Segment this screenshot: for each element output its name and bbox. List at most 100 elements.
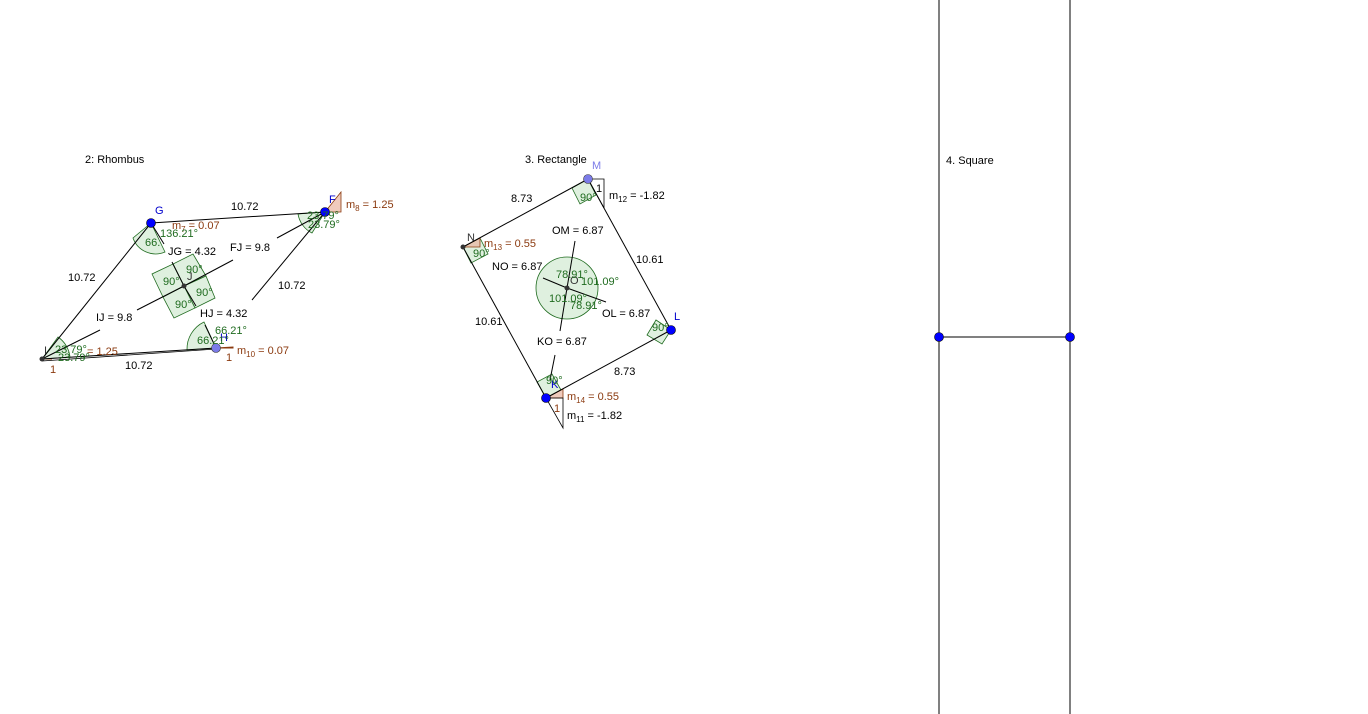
slope-label-m7: m7 = 0.07 — [172, 220, 220, 234]
label-point-g: G — [155, 205, 164, 217]
point-n[interactable] — [460, 244, 466, 250]
rectangle-title: 3. Rectangle — [525, 154, 587, 166]
label-point-o: O — [570, 275, 579, 287]
angle-label-l: 90° — [652, 322, 669, 334]
diagonal-length-ij: IJ = 9.8 — [96, 312, 132, 324]
slope-triangle-m11 — [545, 397, 564, 430]
diagonal-length-hj: HJ = 4.32 — [200, 308, 247, 320]
angle-label-g2: 66. — [145, 237, 160, 249]
angle-label-h1: 66.21° — [215, 325, 247, 337]
slope-label-m12: m12 = -1.82 — [609, 190, 665, 204]
side-nm — [462, 178, 589, 248]
angle-label-n: 90° — [473, 248, 490, 260]
diagonal-jg-seg — [171, 261, 185, 287]
angle-label-o3: 101.09° — [549, 293, 587, 305]
angle-label-m: 90° — [580, 192, 597, 204]
side-length-fh: 10.72 — [278, 280, 306, 292]
side-ml — [587, 178, 672, 331]
angle-label-k: 90° — [546, 375, 563, 387]
angle-label-j3: 90° — [196, 287, 213, 299]
square-figure — [934, 0, 1075, 714]
side-kl — [545, 329, 672, 399]
side-gf — [150, 211, 326, 224]
label-point-i: I — [44, 345, 47, 357]
label-point-j: J — [187, 271, 193, 283]
diagonal-hj — [183, 285, 197, 307]
slope-triangle-m8 — [324, 190, 342, 213]
square-point-right[interactable] — [1065, 332, 1075, 342]
diagonal-ko — [559, 287, 568, 332]
slope-run-k: 1 — [554, 403, 560, 415]
side-gi — [41, 222, 152, 360]
label-point-m: M — [592, 160, 601, 172]
label-point-l: L — [674, 311, 680, 323]
side-length-nm: 8.73 — [511, 193, 532, 205]
point-f[interactable] — [320, 207, 330, 217]
angle-label-i2: 23.79° — [58, 352, 90, 364]
angle-label-h2: 66.21° — [197, 335, 229, 347]
side-fh — [251, 211, 326, 301]
slope-label-m8: m8 = 1.25 — [346, 199, 394, 213]
side-length-gf: 10.72 — [231, 201, 259, 213]
right-angle-l — [646, 319, 672, 345]
side-ih-2 — [41, 348, 217, 362]
angle-label-j4: 90° — [175, 299, 192, 311]
diagonal-ij-seg — [136, 285, 185, 311]
slope-label-m11: m11 = -1.82 — [567, 410, 622, 424]
point-l[interactable] — [666, 325, 676, 335]
square-title: 4. Square — [946, 155, 994, 167]
point-m[interactable] — [583, 174, 593, 184]
angle-sector-g — [132, 222, 166, 255]
point-j[interactable] — [181, 283, 187, 289]
angle-label-f1: 23.79° — [307, 210, 339, 222]
angle-label-j2: 90° — [163, 276, 180, 288]
rectangle-figure: M N O L K 8.73 10.61 10.61 8.73 OM = 6.8… — [460, 160, 680, 430]
side-nk — [462, 246, 547, 399]
diagonal-ol — [566, 287, 607, 303]
diagonal-fj — [276, 211, 326, 239]
point-g[interactable] — [146, 218, 156, 228]
square-point-left[interactable] — [934, 332, 944, 342]
diagonal-ij — [41, 329, 101, 360]
point-o[interactable] — [564, 285, 570, 291]
slope-label-m13: m13 = 0.55 — [484, 238, 536, 252]
angle-label-g1: 136.21° — [160, 228, 198, 240]
angle-label-i1: 23.79° — [55, 344, 87, 356]
label-point-n: N — [467, 232, 475, 244]
diagonal-no — [542, 277, 568, 289]
side-ih — [41, 347, 217, 360]
diagonal-length-fj: FJ = 9.8 — [230, 242, 270, 254]
slope-label-m9: = 1.25 — [87, 346, 118, 358]
point-h[interactable] — [211, 343, 221, 353]
diagonal-length-ko: KO = 6.87 — [537, 336, 587, 348]
angle-label-j1: 90° — [186, 264, 203, 276]
label-point-h: H — [220, 332, 228, 344]
diagonal-length-ol: OL = 6.87 — [602, 308, 650, 320]
point-k[interactable] — [541, 393, 551, 403]
angle-label-o1: 78.91° — [556, 269, 588, 281]
side-length-kl: 8.73 — [614, 366, 635, 378]
slope-run-h: 1 — [226, 352, 232, 364]
slope-label-m10: m10 = 0.07 — [237, 345, 289, 359]
slope-label-m14: m14 = 0.55 — [567, 391, 619, 405]
label-point-k: K — [551, 379, 559, 391]
side-length-nk: 10.61 — [475, 316, 503, 328]
diagonal-length-jg: JG = 4.32 — [168, 246, 216, 258]
angle-label-o4: 78.91° — [570, 300, 602, 312]
side-length-ih: 10.72 — [125, 360, 153, 372]
label-point-f: F — [329, 194, 336, 206]
diagonal-length-no: NO = 6.87 — [492, 261, 542, 273]
diagonal-ko-seg — [549, 354, 556, 381]
diagonal-fj-seg — [183, 259, 234, 287]
slope-run-i: 1 — [50, 364, 56, 376]
angle-label-f2: 23.79° — [308, 219, 340, 231]
point-i[interactable] — [39, 356, 45, 362]
side-length-gi: 10.72 — [68, 272, 96, 284]
rhombus-title: 2: Rhombus — [85, 154, 145, 166]
diagonal-length-om: OM = 6.87 — [552, 225, 604, 237]
side-length-ml: 10.61 — [636, 254, 664, 266]
slope-triangle-m10 — [215, 346, 234, 349]
angle-label-o2: 101.09° — [581, 276, 619, 288]
rhombus-figure: G F J I H 10.72 10.72 10.72 10.72 JG = 4… — [39, 190, 394, 376]
